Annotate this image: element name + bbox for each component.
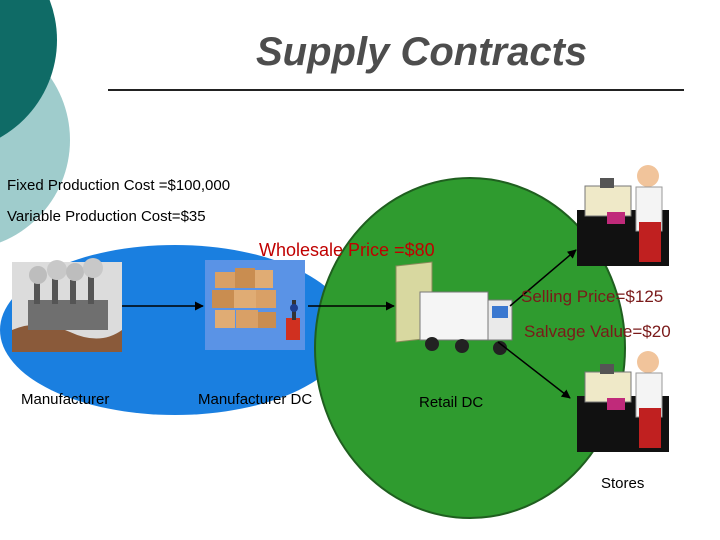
salvage-value-label: Salvage Value=$20 [524, 322, 671, 341]
retail-dc-label: Retail DC [419, 394, 484, 411]
manufacturer-dc-label: Manufacturer DC [198, 391, 313, 408]
fixed-cost-label: Fixed Production Cost =$100,000 [7, 177, 231, 194]
stores-label: Stores [601, 475, 645, 492]
title-underline [108, 89, 684, 91]
retailer-region [314, 177, 626, 519]
decor-dark-circle [0, 0, 57, 138]
wholesale-price-label: Wholesale Price =$80 [259, 240, 435, 260]
store-clerk-image-bottom [577, 351, 669, 452]
store-clerk-image-top [577, 165, 669, 266]
manufacturer-label: Manufacturer [21, 391, 110, 408]
arrow-retail-to-store-bottom [497, 341, 571, 399]
arrow-retail-to-store-top [509, 249, 577, 307]
truck-image [395, 261, 513, 355]
selling-price-label: Selling Price=$125 [521, 287, 664, 306]
factory-image [12, 258, 122, 352]
slide-title: Supply Contracts [256, 30, 588, 74]
variable-cost-label: Variable Production Cost=$35 [7, 208, 206, 225]
warehouse-image [205, 260, 305, 350]
